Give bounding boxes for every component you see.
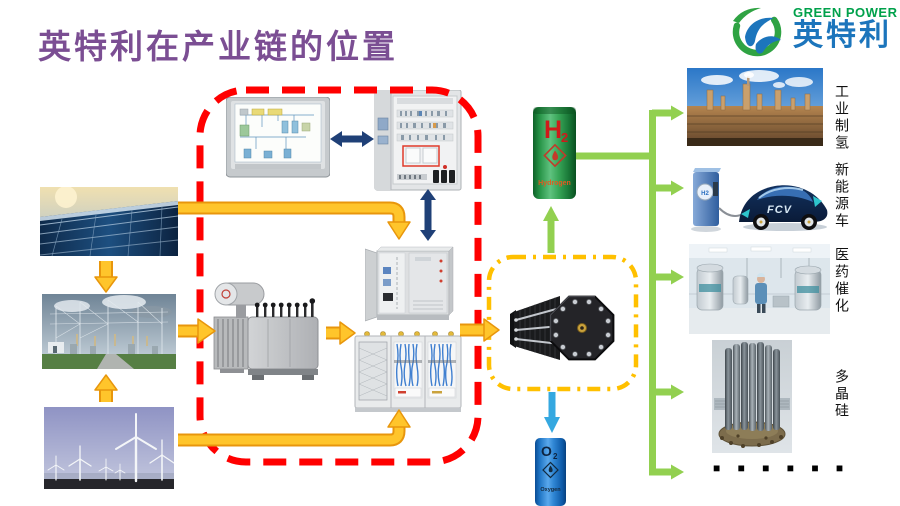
arrow-control-power-cabinet bbox=[420, 189, 436, 241]
dispenser-badge: H2 bbox=[701, 191, 709, 197]
h2-formula-sub: 2 bbox=[561, 130, 568, 145]
flame-icon bbox=[552, 150, 559, 161]
solar-pv-photo bbox=[40, 187, 178, 256]
h2-name: Hydrogen bbox=[538, 180, 571, 187]
transformer-photo bbox=[210, 275, 325, 385]
company-logo-text: GREEN POWER 英特利 bbox=[793, 5, 900, 52]
wind-farm-photo bbox=[44, 407, 174, 489]
grid-substation-photo bbox=[42, 294, 176, 369]
more-applications-dots: ■ ■ ■ ■ ■ ■ bbox=[713, 461, 851, 475]
flame-icon bbox=[548, 465, 553, 473]
arrow-transformer-to-rectifier bbox=[326, 321, 356, 345]
industrial-hydrogen-photo bbox=[687, 68, 823, 146]
label-pharma-catalysis: 医药催化 bbox=[834, 247, 850, 315]
pharma-catalysis-photo bbox=[689, 244, 830, 334]
label-industrial-hydrogen: 工业制氢 bbox=[834, 84, 850, 152]
arrow-stack-to-o2 bbox=[544, 392, 560, 433]
company-logo-icon bbox=[727, 3, 791, 61]
h2-formula: H bbox=[544, 116, 562, 144]
hmi-touch-panel-photo bbox=[226, 97, 330, 179]
arrow-solar-to-grid bbox=[94, 261, 118, 293]
rectifier-cabinet-photo bbox=[353, 330, 465, 416]
o2-formula: O bbox=[541, 443, 552, 459]
technician-figure bbox=[755, 273, 767, 313]
logo-tagline: GREEN POWER bbox=[793, 5, 898, 20]
label-new-energy-vehicle: 新能源车 bbox=[834, 162, 850, 230]
control-cabinet-photo bbox=[373, 90, 463, 195]
arrow-solar-to-power-cabinet bbox=[178, 201, 411, 240]
car-badge: FCV bbox=[767, 204, 793, 216]
arrow-rectifier-to-stack bbox=[460, 318, 500, 342]
page-title: 英特利在产业链的位置 bbox=[38, 28, 398, 65]
arrow-stack-to-h2 bbox=[543, 206, 559, 253]
hydrogen-cylinder: H 2 Hydrogen bbox=[533, 107, 576, 199]
label-polysilicon: 多晶硅 bbox=[834, 369, 850, 420]
power-cabinet-photo bbox=[365, 243, 457, 323]
arrow-hmi-control-cabinet bbox=[330, 131, 374, 147]
oxygen-cylinder: O 2 Oxygen bbox=[535, 438, 566, 506]
logo-brand-name: 英特利 bbox=[793, 19, 892, 52]
arrow-wind-to-grid bbox=[94, 374, 118, 402]
h2-distribution-arrowheads bbox=[671, 105, 684, 480]
fuel-cell-vehicle-photo: H2 FCV bbox=[687, 156, 833, 238]
electrolyzer-stack-photo bbox=[508, 282, 620, 376]
polysilicon-rods-photo bbox=[712, 340, 792, 453]
o2-formula-sub: 2 bbox=[553, 452, 558, 461]
o2-name: Oxygen bbox=[540, 487, 561, 493]
